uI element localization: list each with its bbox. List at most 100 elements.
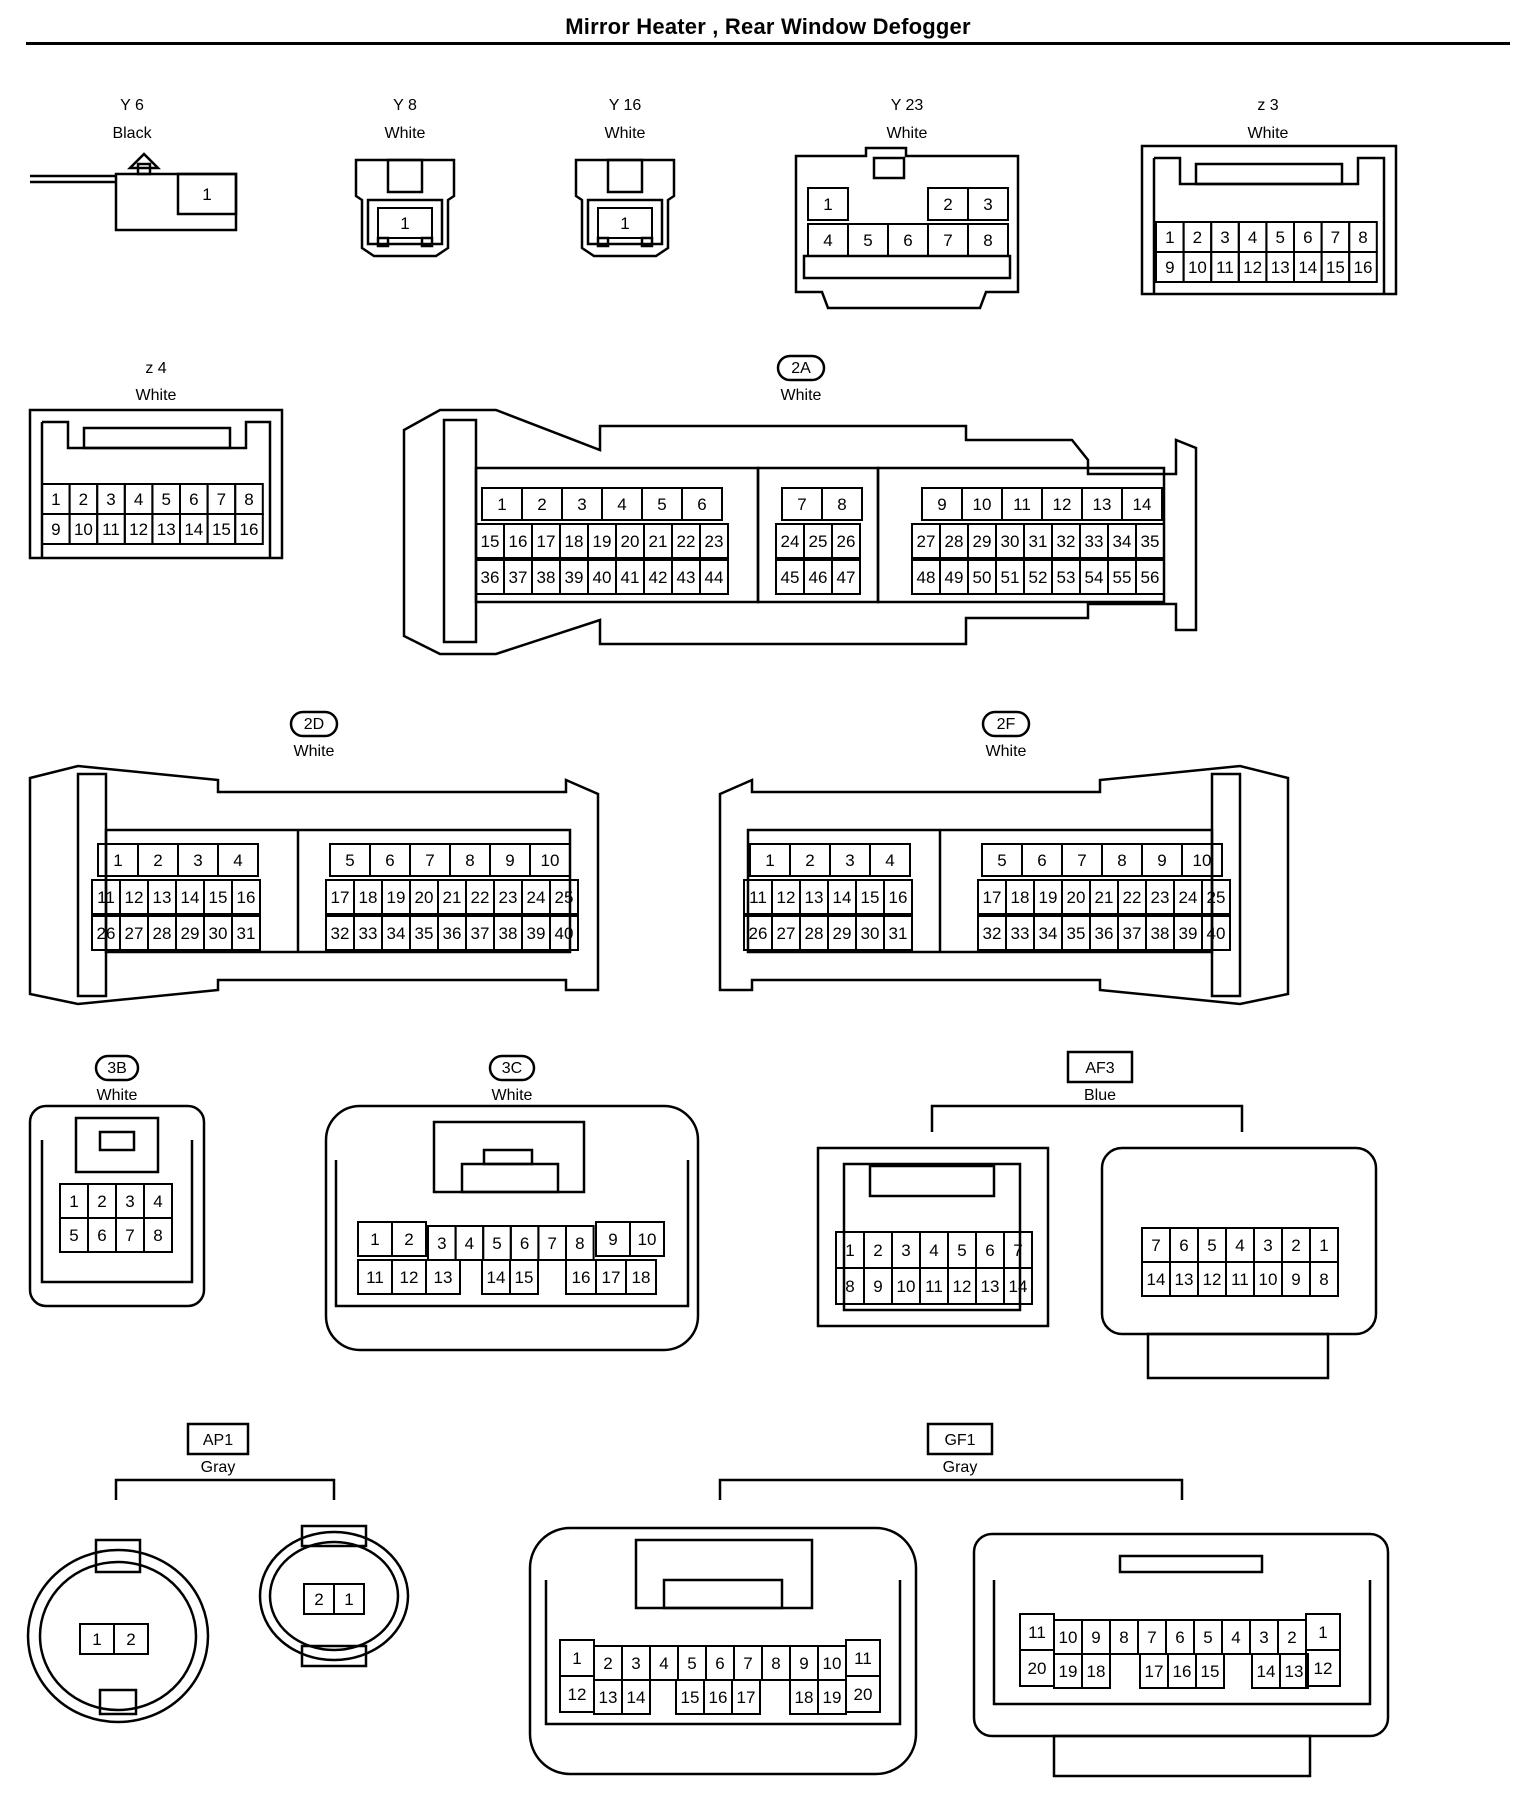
label-2d-color: White	[294, 743, 335, 760]
svg-text:10: 10	[1193, 851, 1212, 870]
gf1-left-pin-8: 8	[761, 1645, 791, 1681]
2a-pin-41: 41	[615, 559, 645, 595]
2a-pin-15: 15	[475, 523, 505, 559]
label-z4-color: White	[136, 387, 177, 404]
2a-pin-27: 27	[911, 523, 941, 559]
svg-text:19: 19	[387, 888, 406, 907]
svg-text:8: 8	[244, 490, 253, 509]
svg-text:21: 21	[649, 532, 668, 551]
svg-text:9: 9	[1157, 851, 1166, 870]
svg-text:3: 3	[577, 495, 586, 514]
z3-pin-14: 14	[1293, 251, 1323, 283]
svg-text:31: 31	[237, 924, 256, 943]
svg-text:2: 2	[1291, 1236, 1300, 1255]
connector-af3	[816, 1104, 1378, 1380]
af3-left-pin-11: 11	[919, 1267, 949, 1305]
svg-text:53: 53	[1057, 568, 1076, 587]
y6-pin-1: 1	[177, 173, 237, 215]
2a-pin-17: 17	[531, 523, 561, 559]
svg-text:12: 12	[953, 1277, 972, 1296]
svg-text:29: 29	[181, 924, 200, 943]
2d-pin-5: 5	[329, 843, 371, 877]
svg-text:15: 15	[1201, 1662, 1220, 1681]
2a-pin-8: 8	[821, 487, 863, 521]
2a-pin-14: 14	[1121, 487, 1163, 521]
svg-text:46: 46	[809, 568, 828, 587]
label-ap1-id: AP1	[203, 1432, 233, 1449]
svg-text:19: 19	[1039, 888, 1058, 907]
svg-text:8: 8	[153, 1226, 162, 1245]
svg-text:2: 2	[537, 495, 546, 514]
svg-text:14: 14	[184, 520, 203, 539]
svg-text:14: 14	[1257, 1662, 1276, 1681]
svg-text:5: 5	[69, 1226, 78, 1245]
svg-text:11: 11	[366, 1268, 384, 1287]
svg-text:26: 26	[749, 924, 768, 943]
gf1-right-pin-2: 2	[1277, 1619, 1307, 1655]
2d-pin-30: 30	[203, 915, 233, 951]
2a-pin-23: 23	[699, 523, 729, 559]
svg-text:13: 13	[1093, 495, 1112, 514]
2d-pin-38: 38	[493, 915, 523, 951]
svg-text:15: 15	[515, 1268, 534, 1287]
2d-pin-2: 2	[137, 843, 179, 877]
3c-pin-17: 17	[595, 1259, 627, 1295]
3c-pin-6: 6	[509, 1225, 540, 1261]
svg-text:11: 11	[1028, 1623, 1046, 1642]
svg-text:5: 5	[863, 231, 872, 250]
3c-pin-7: 7	[537, 1225, 568, 1261]
svg-text:48: 48	[917, 568, 936, 587]
svg-text:18: 18	[632, 1268, 651, 1287]
svg-text:6: 6	[1037, 851, 1046, 870]
svg-text:50: 50	[973, 568, 992, 587]
gf1-left-pin-18: 18	[789, 1679, 819, 1715]
svg-text:3: 3	[631, 1654, 640, 1673]
2f-pin-19: 19	[1033, 879, 1063, 915]
gf1-right-pin-19: 19	[1053, 1653, 1083, 1689]
gf1-left-pin-6: 6	[705, 1645, 735, 1681]
gf1-right-pin-14: 14	[1251, 1653, 1281, 1689]
svg-text:29: 29	[833, 924, 852, 943]
z4-pin-12: 12	[123, 513, 154, 545]
svg-text:3: 3	[106, 490, 115, 509]
svg-text:27: 27	[777, 924, 796, 943]
svg-text:1: 1	[845, 1241, 854, 1260]
svg-text:12: 12	[777, 888, 796, 907]
svg-text:36: 36	[481, 568, 500, 587]
y23-pin-2: 2	[927, 187, 969, 221]
af3-right-pin-3: 3	[1253, 1227, 1283, 1263]
af3-left-pin-13: 13	[975, 1267, 1005, 1305]
2a-pin-40: 40	[587, 559, 617, 595]
svg-text:56: 56	[1141, 568, 1160, 587]
svg-text:13: 13	[157, 520, 176, 539]
svg-text:5: 5	[687, 1654, 696, 1673]
svg-text:3: 3	[193, 851, 202, 870]
af3-right-pin-5: 5	[1197, 1227, 1227, 1263]
2a-pin-7: 7	[781, 487, 823, 521]
svg-text:2: 2	[404, 1230, 413, 1249]
svg-text:8: 8	[1119, 1628, 1128, 1647]
svg-text:7: 7	[743, 1654, 752, 1673]
2d-pin-6: 6	[369, 843, 411, 877]
2a-pin-19: 19	[587, 523, 617, 559]
y8-pin-1: 1	[377, 207, 433, 239]
2a-pin-51: 51	[995, 559, 1025, 595]
svg-text:11: 11	[749, 888, 767, 907]
connector-gf1	[528, 1478, 1390, 1778]
2d-pin-33: 33	[353, 915, 383, 951]
svg-text:15: 15	[681, 1688, 700, 1707]
2d-pin-17: 17	[325, 879, 355, 915]
af3-left-pin-8: 8	[835, 1267, 865, 1305]
svg-text:6: 6	[903, 231, 912, 250]
svg-text:39: 39	[1179, 924, 1198, 943]
2f-pin-21: 21	[1089, 879, 1119, 915]
2d-pin-36: 36	[437, 915, 467, 951]
svg-text:17: 17	[983, 888, 1002, 907]
svg-text:28: 28	[945, 532, 964, 551]
svg-text:10: 10	[638, 1230, 657, 1249]
label-af3-id: AF3	[1085, 1060, 1114, 1077]
svg-text:16: 16	[572, 1268, 591, 1287]
gf1-left-pin-10: 10	[817, 1645, 847, 1681]
af3-right-pin-14: 14	[1141, 1261, 1171, 1297]
